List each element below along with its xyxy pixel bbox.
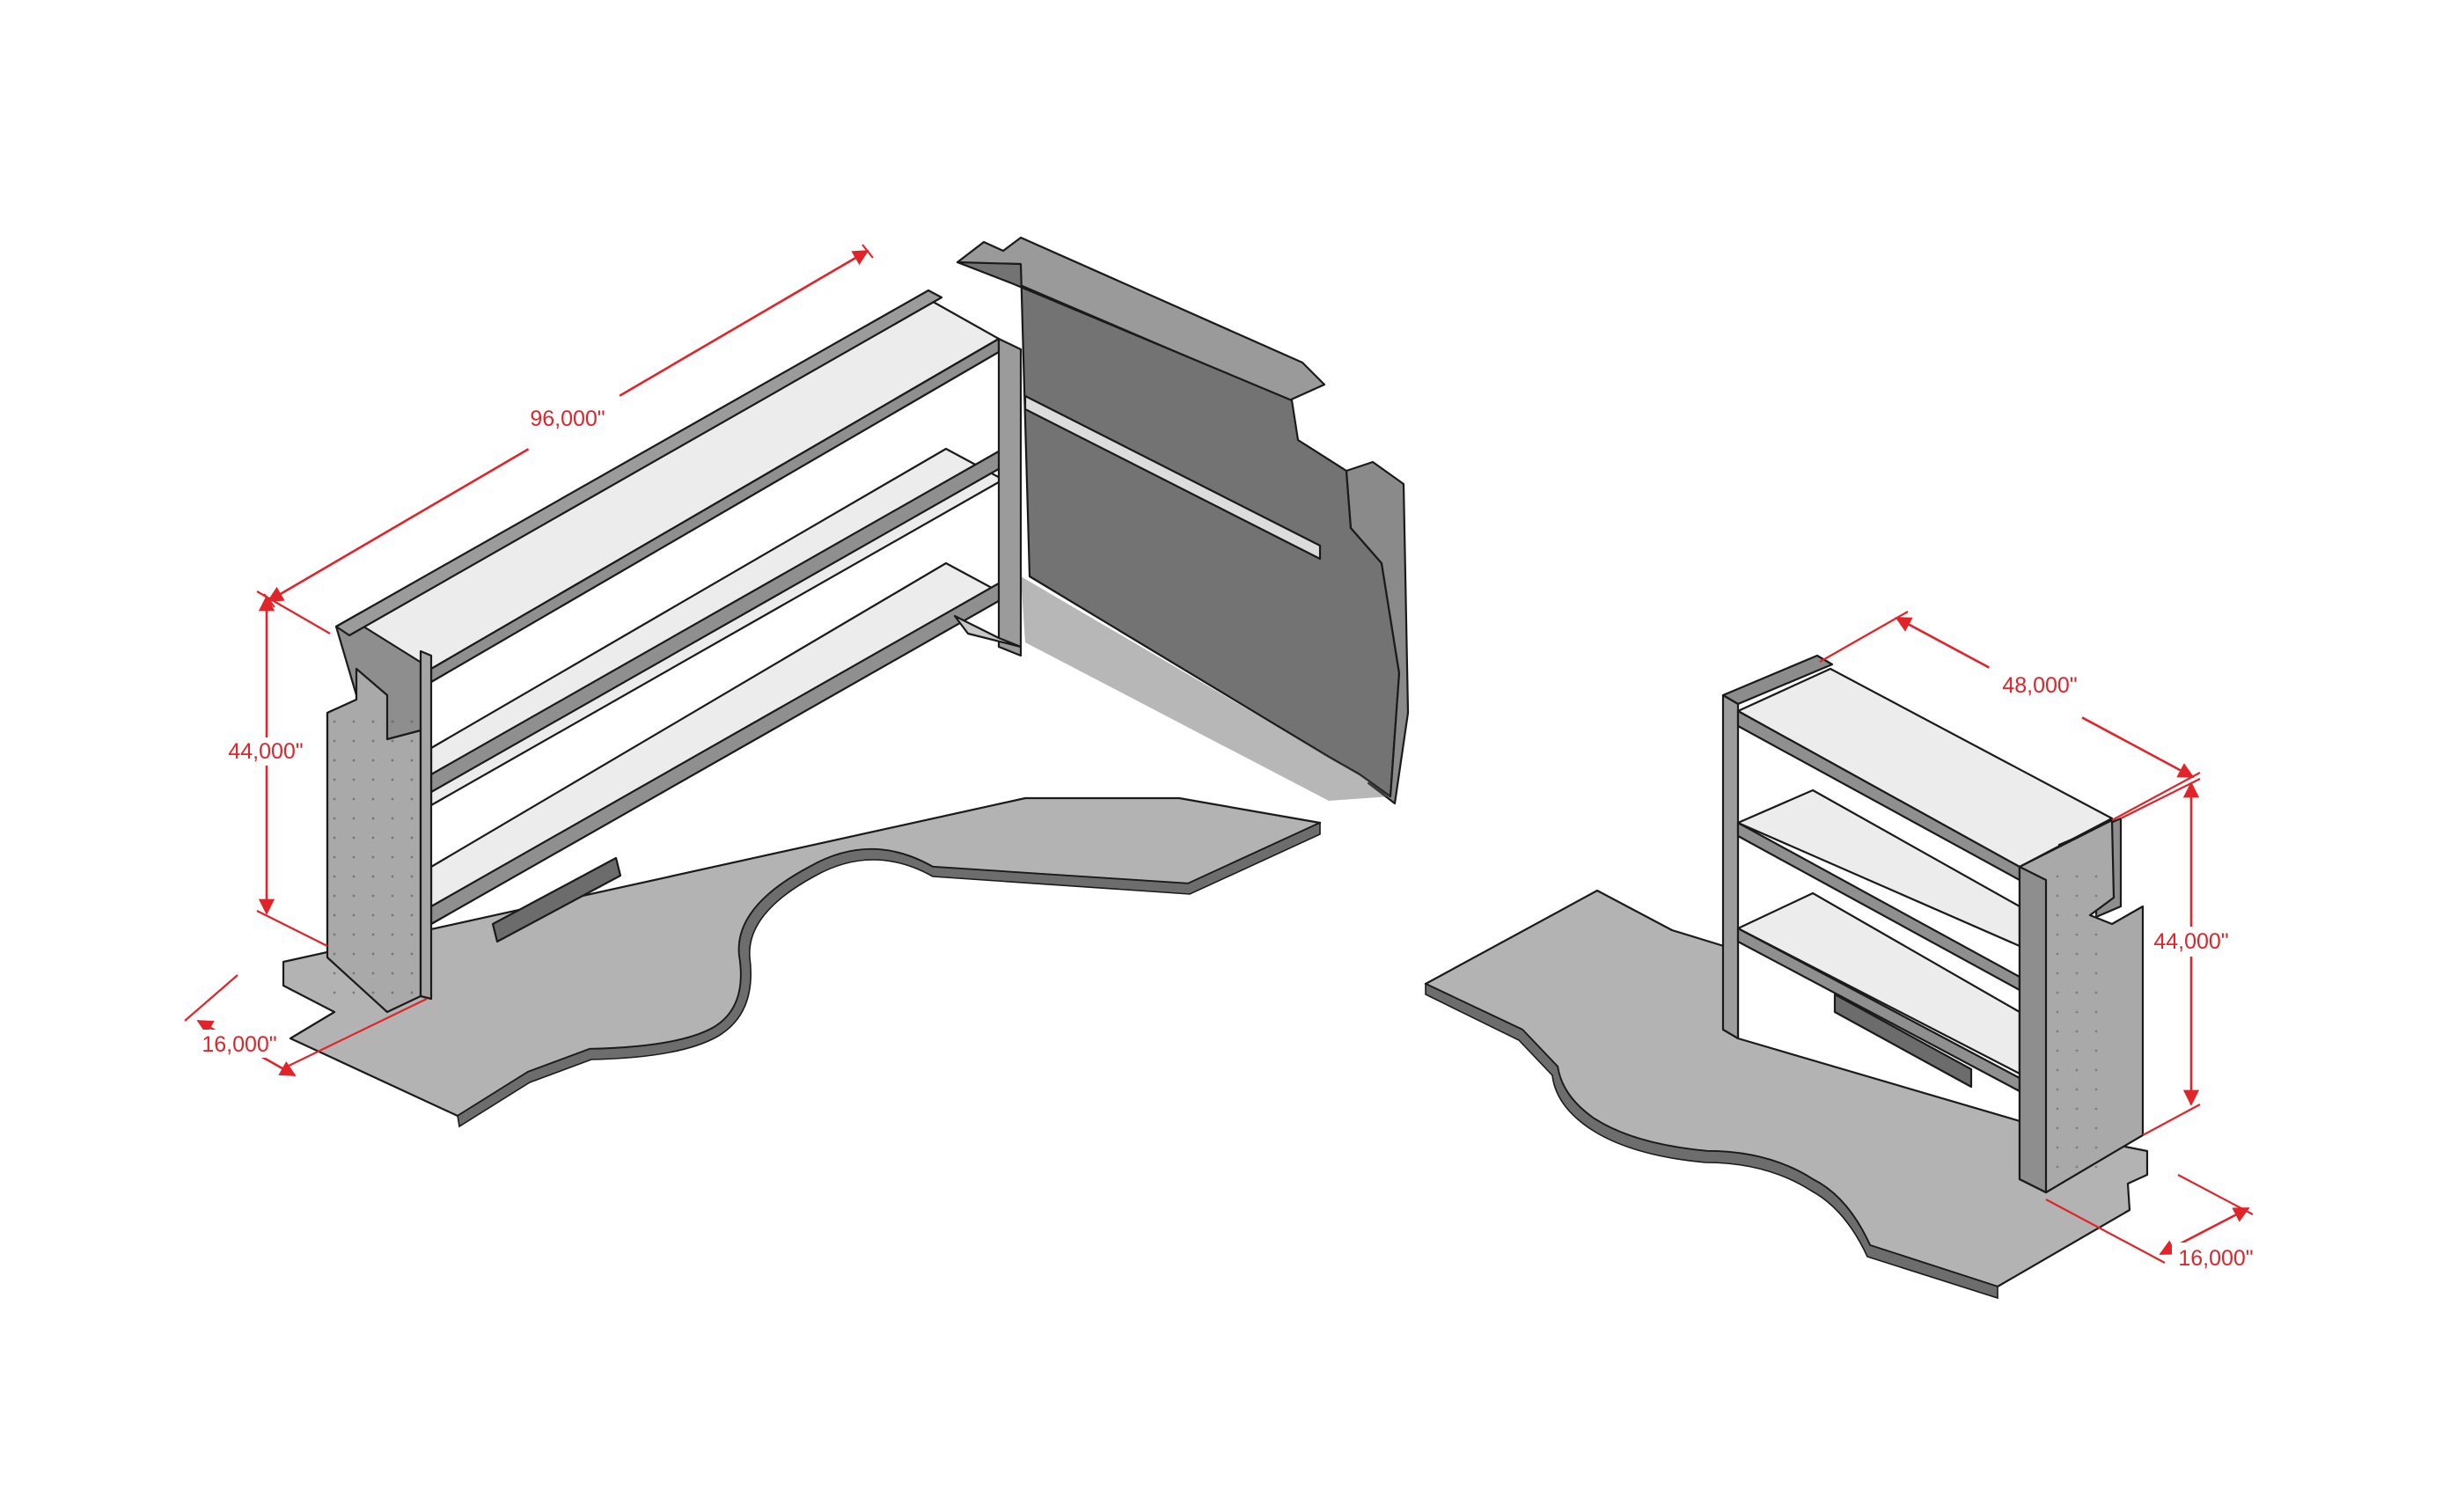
dimension-annotations: 96,000" 44,000" 16,000" 48,000" 44,000" … [184, 244, 2260, 1271]
left-partition-rail [1023, 394, 1322, 561]
dim-ext-line [2111, 772, 2201, 821]
dim-ext-line [281, 998, 428, 1070]
right-floor-edge [1425, 982, 1998, 1300]
dim-ext-line [2177, 1174, 2254, 1215]
dim-right-depth: 16,000" [2178, 1246, 2253, 1271]
dim-ext-line [256, 910, 328, 947]
right-bottom-box [1833, 993, 1973, 1089]
right-end-left [1721, 693, 1740, 1040]
dim-label-bg [224, 737, 308, 766]
left-partition-floor-shadow [1021, 576, 1390, 801]
left-end-panel-holes [328, 715, 421, 994]
dim-ext-line [184, 974, 238, 1022]
dim-left-width: 96,000" [530, 407, 605, 431]
right-assembly [1424, 654, 2149, 1300]
dim-ext-line [256, 590, 331, 634]
dim-ext-line [2045, 1199, 2166, 1264]
left-partition-rear [1345, 460, 1410, 805]
left-upright [997, 337, 1023, 657]
dim-label-bg [1985, 645, 2094, 724]
dim-right-width: 48,000" [2002, 673, 2077, 698]
left-upright-foot [953, 614, 1023, 649]
dim-ext-line [2120, 778, 2201, 819]
dim-ext-line [1819, 611, 1909, 663]
dim-label-bg [2172, 1243, 2260, 1271]
dim-left-depth: 16,000" [202, 1032, 276, 1057]
left-floor-base [282, 796, 1322, 1118]
left-assembly [282, 236, 1410, 1128]
dim-label-bg [2147, 927, 2235, 957]
dim-label-bg [195, 1030, 283, 1058]
left-floor-edge [457, 821, 1321, 1128]
left-bottom-box [491, 856, 622, 943]
dim-label-bg [518, 378, 626, 459]
dim-left-height: 44,000" [228, 739, 303, 764]
left-front-post [419, 649, 433, 1001]
dim-right-height: 44,000" [2153, 929, 2228, 954]
right-end-panel-side [2018, 865, 2048, 1194]
left-shelf-top-rail [334, 289, 943, 637]
dim-ext-line [2142, 1104, 2201, 1136]
